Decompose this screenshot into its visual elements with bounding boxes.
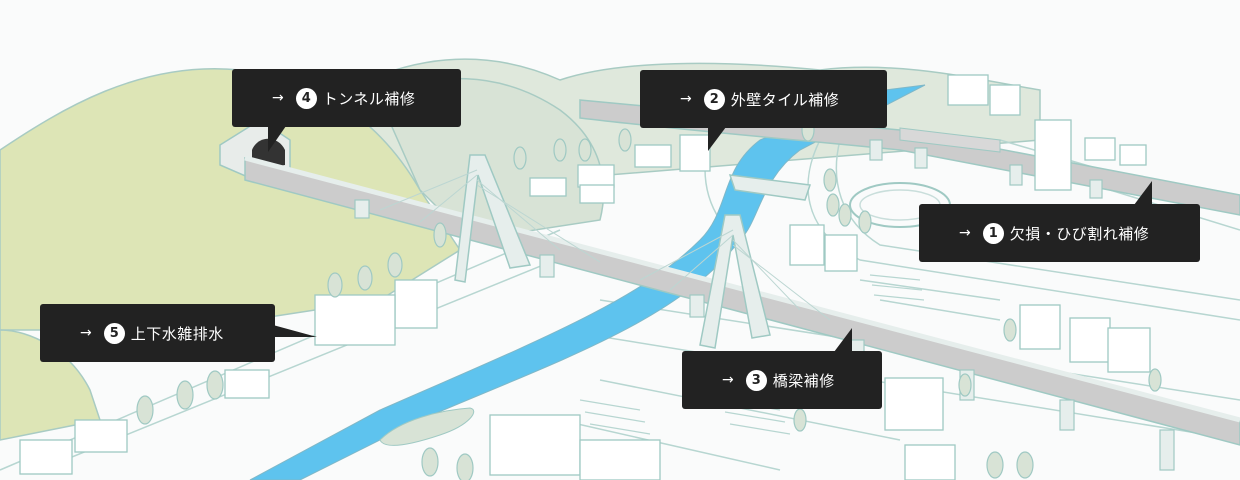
trees — [136, 118, 1162, 480]
callout-number-badge: 3 — [745, 369, 767, 391]
river-bridge — [728, 174, 812, 201]
arrow-right-icon: → — [680, 91, 692, 107]
callout-label: 欠損・ひび割れ補修 — [1009, 224, 1150, 243]
callout-number-badge: 2 — [703, 88, 725, 110]
arrow-right-icon: → — [80, 325, 92, 341]
callout-label: 外壁タイル補修 — [730, 90, 840, 109]
callout-label: トンネル補修 — [322, 89, 416, 108]
bridge-pylon-left — [379, 154, 601, 283]
callout-number-badge: 1 — [982, 222, 1004, 244]
arrow-right-icon: → — [272, 90, 284, 106]
callout-number-badge: 5 — [103, 322, 125, 344]
parking-lots — [579, 274, 925, 435]
callout-tail-2 — [708, 127, 726, 151]
bridge-pylon-right — [639, 214, 831, 349]
callout-exterior-tile-repair[interactable]: → 2 外壁タイル補修 — [640, 70, 887, 128]
callout-bridge-repair[interactable]: → 3 橋梁補修 — [682, 351, 882, 409]
train — [899, 127, 1001, 153]
callout-tunnel-repair[interactable]: → 4 トンネル補修 — [232, 69, 461, 127]
callout-label: 橋梁補修 — [772, 371, 835, 390]
callout-tail-4 — [268, 126, 286, 152]
river-island — [379, 407, 475, 446]
callout-crack-repair[interactable]: → 1 欠損・ひび割れ補修 — [919, 204, 1200, 262]
arrow-right-icon: → — [959, 225, 971, 241]
arrow-right-icon: → — [722, 372, 734, 388]
callout-number-badge: 4 — [295, 87, 317, 109]
callout-label: 上下水雑排水 — [130, 324, 224, 343]
callout-tail-5 — [273, 325, 317, 337]
callout-drainage[interactable]: → 5 上下水雑排水 — [40, 304, 275, 362]
callout-tail-3 — [834, 328, 852, 352]
callout-tail-1 — [1134, 181, 1152, 205]
buildings — [19, 74, 1151, 480]
